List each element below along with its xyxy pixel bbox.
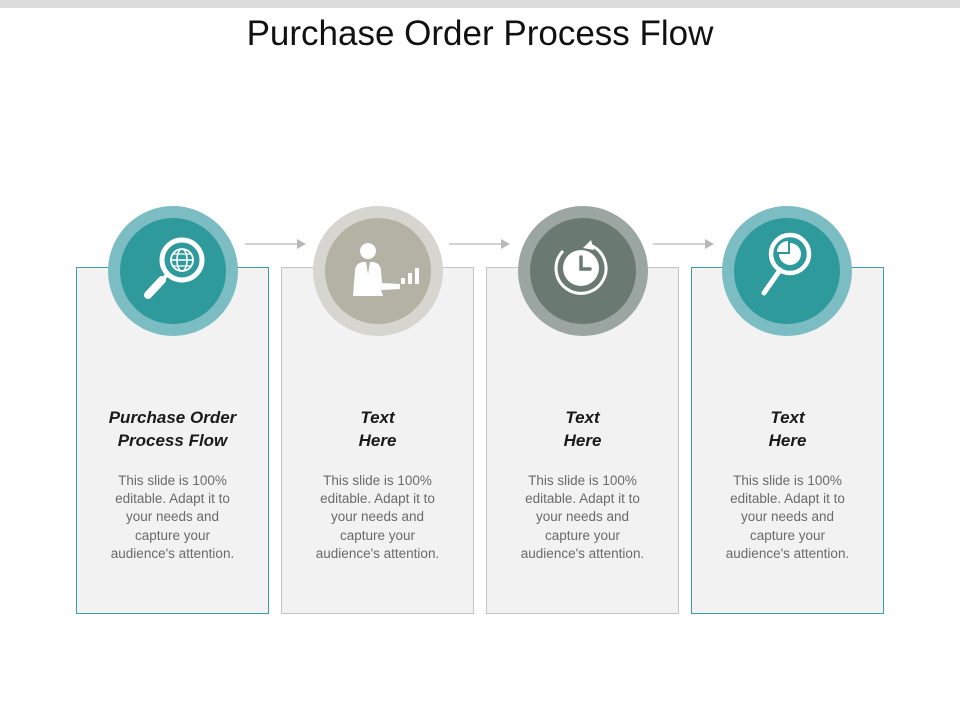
step-title-line: Purchase Order xyxy=(108,408,237,427)
top-bar xyxy=(0,0,960,8)
step-title-line: Text xyxy=(770,408,805,427)
step-description-line: your needs and xyxy=(330,509,425,525)
connector-arrow-3 xyxy=(653,239,714,249)
step-description-line: capture your xyxy=(544,527,621,543)
step-title-line: Text xyxy=(565,408,600,427)
step-title-line: Here xyxy=(358,431,397,450)
step-description-line: audience's attention. xyxy=(725,545,850,561)
step-description-line: This slide is 100% xyxy=(733,473,842,488)
step-description-line: your needs and xyxy=(125,509,220,525)
step-description-line: This slide is 100% xyxy=(118,473,227,488)
step-description-line: capture your xyxy=(134,527,211,543)
step-description: This slide is 100% editable. Adapt it to… xyxy=(77,472,268,563)
step-description-line: audience's attention. xyxy=(110,545,235,561)
step-description: This slide is 100% editable. Adapt it to… xyxy=(487,472,678,563)
pie-chart-search-icon xyxy=(761,232,812,296)
step-title-line: Here xyxy=(563,431,602,450)
step-description-line: your needs and xyxy=(535,509,630,525)
step-description-line: capture your xyxy=(339,527,416,543)
step-title-line: Text xyxy=(360,408,395,427)
step-description-line: This slide is 100% xyxy=(528,473,637,488)
step-description-line: your needs and xyxy=(740,509,835,525)
step-icon-circle-2 xyxy=(313,206,443,336)
step-description-line: editable. Adapt it to xyxy=(320,491,435,507)
step-description-line: editable. Adapt it to xyxy=(730,491,845,507)
step-title: Purchase Order Process Flow xyxy=(77,406,268,452)
step-description-line: This slide is 100% xyxy=(323,473,432,488)
step-title: Text Here xyxy=(487,406,678,452)
step-description-line: editable. Adapt it to xyxy=(525,491,640,507)
step-description: This slide is 100% editable. Adapt it to… xyxy=(282,472,473,563)
step-icon-circle-4 xyxy=(722,206,852,336)
connector-arrow-2 xyxy=(449,239,510,249)
step-title-line: Here xyxy=(768,431,807,450)
step-description-line: capture your xyxy=(749,527,826,543)
step-icon-circle-1 xyxy=(108,206,238,336)
connector-arrow-1 xyxy=(245,239,306,249)
step-description-line: audience's attention. xyxy=(520,545,645,561)
step-title-line: Process Flow xyxy=(117,431,228,450)
step-title: Text Here xyxy=(282,406,473,452)
step-title: Text Here xyxy=(692,406,883,452)
globe-search-icon xyxy=(144,237,205,299)
step-card-2: Text Here This slide is 100% editable. A… xyxy=(281,267,474,614)
slide-title: Purchase Order Process Flow xyxy=(246,14,714,53)
presenter-chart-icon xyxy=(353,243,419,296)
clock-refresh-icon xyxy=(554,240,608,295)
step-description-line: editable. Adapt it to xyxy=(115,491,230,507)
step-description-line: audience's attention. xyxy=(315,545,440,561)
step-description: This slide is 100% editable. Adapt it to… xyxy=(692,472,883,563)
step-icon-circle-3 xyxy=(518,206,648,336)
